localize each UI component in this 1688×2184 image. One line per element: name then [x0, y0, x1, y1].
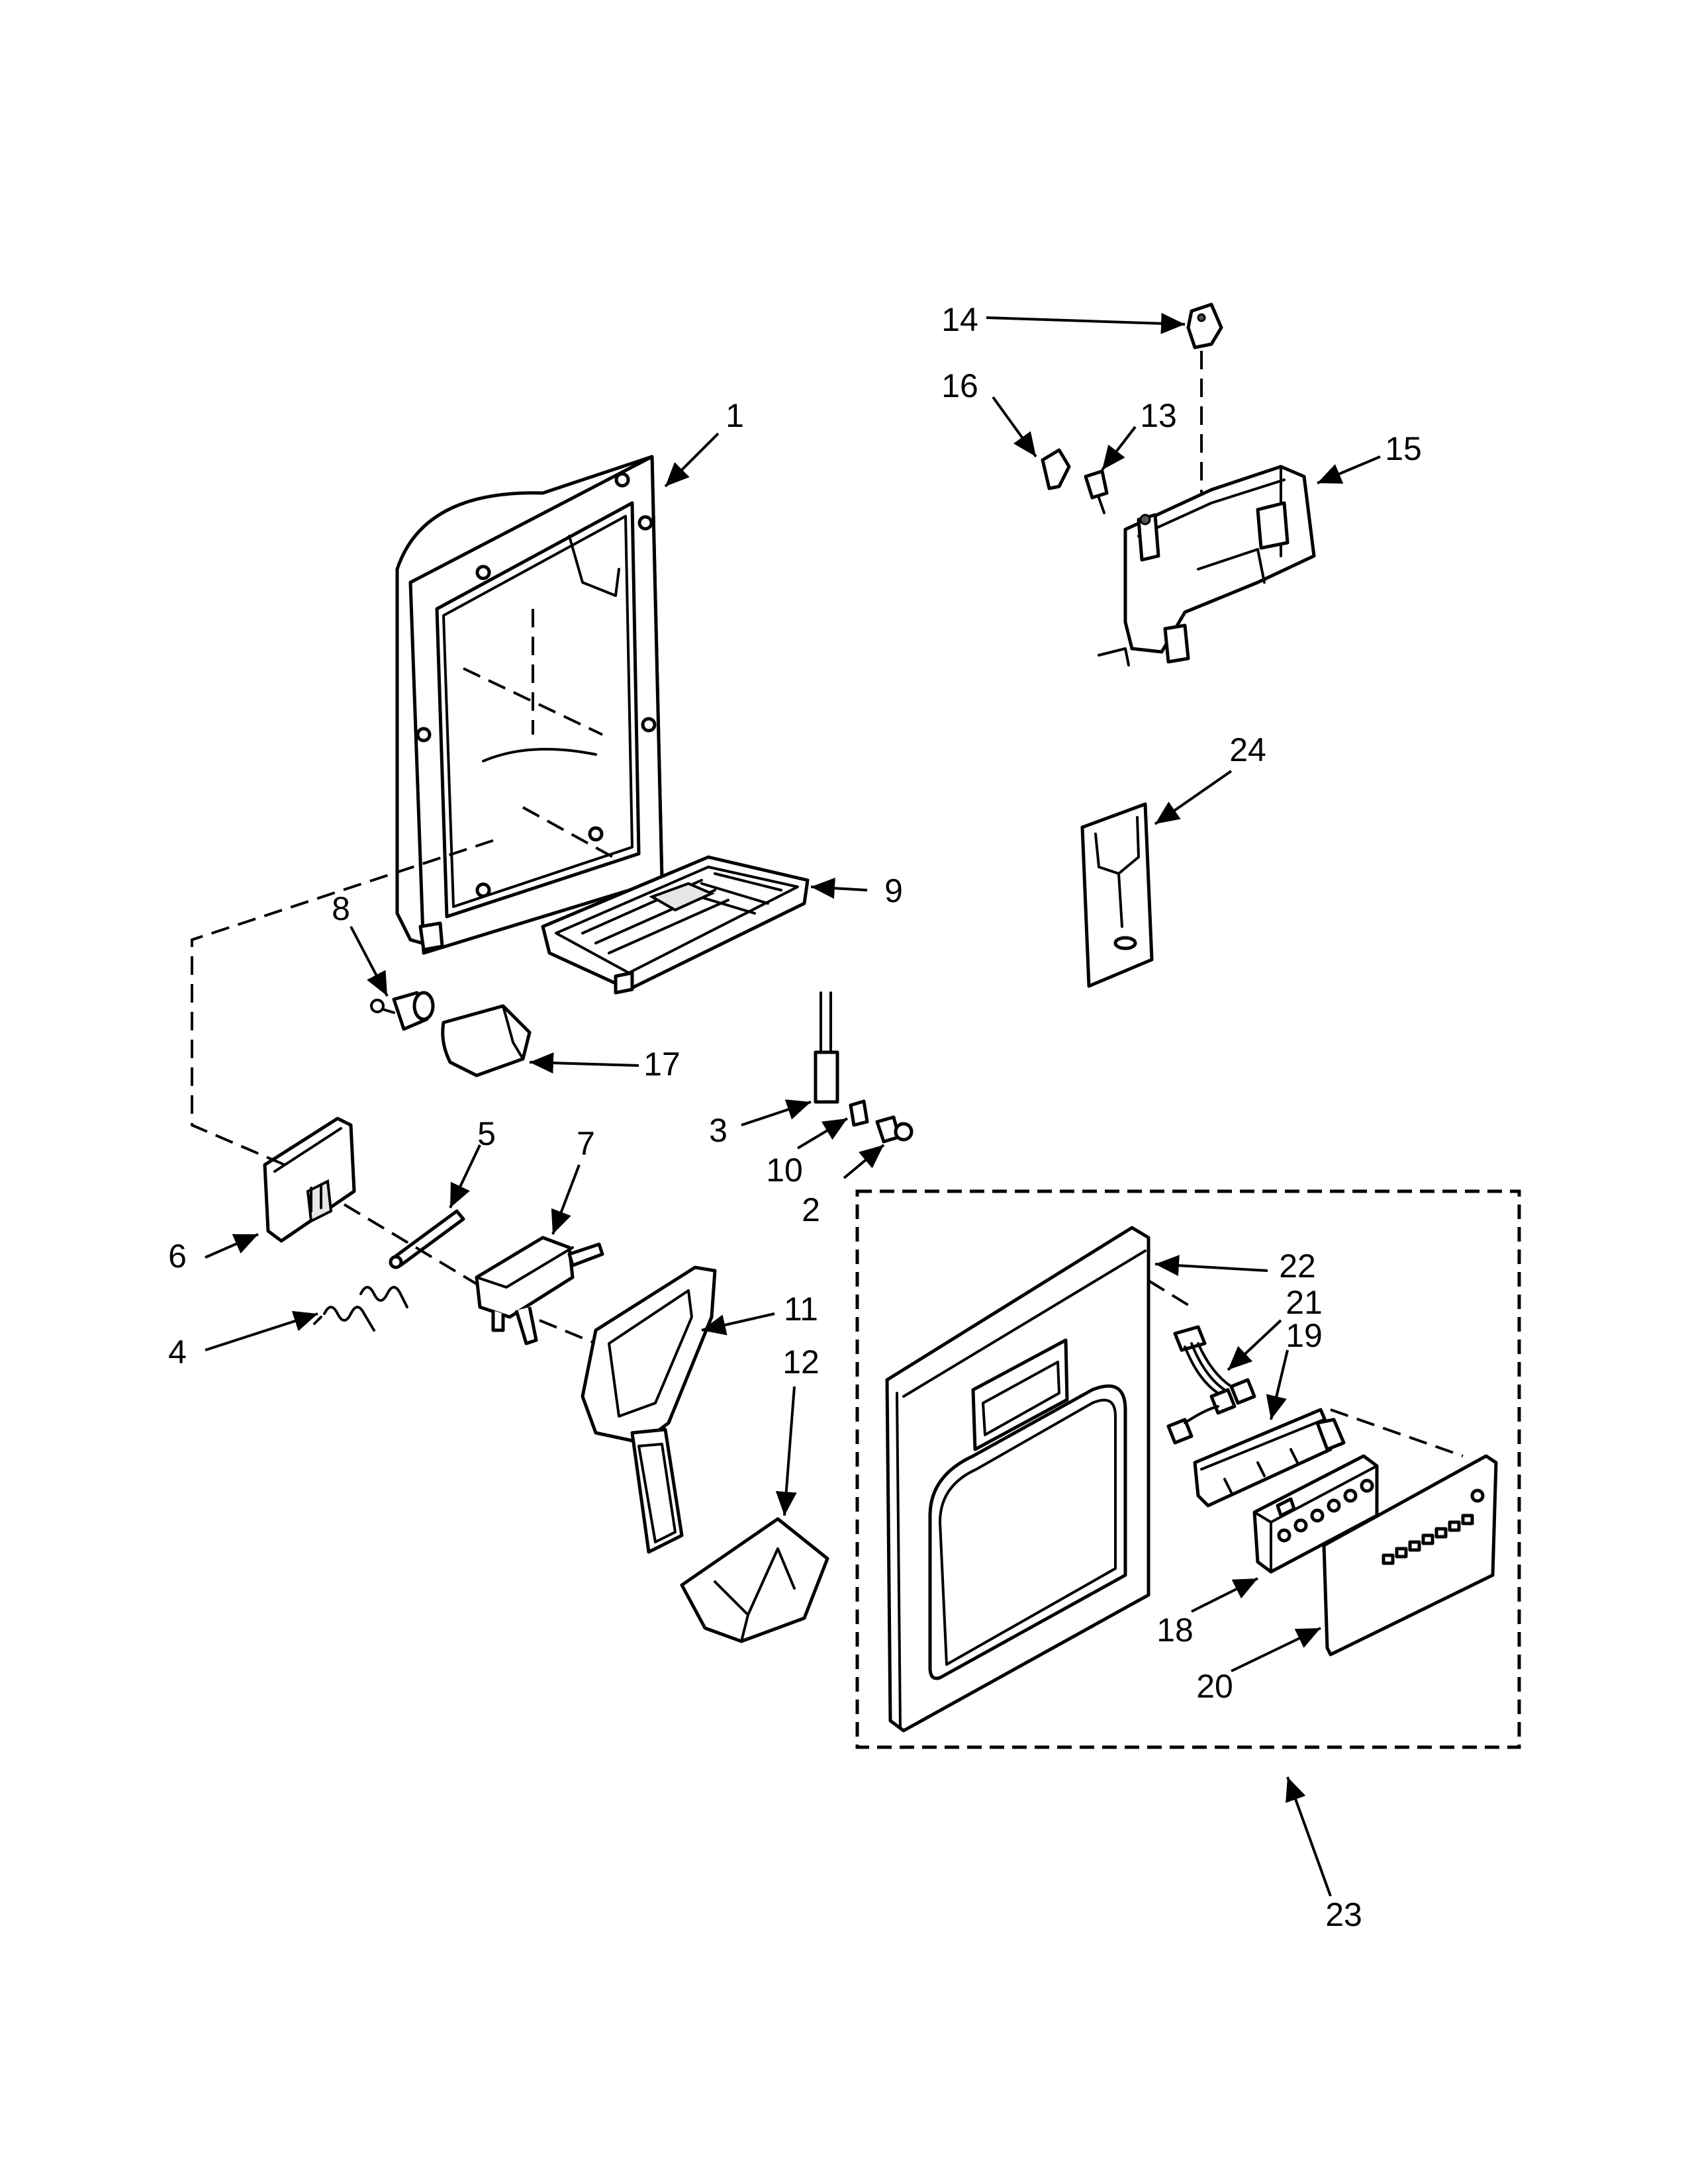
part-5-pivot-rod: [389, 1209, 465, 1269]
part-10-shim: [849, 1099, 869, 1127]
part-16-cap: [1041, 448, 1071, 490]
callout-20: 20: [1196, 1668, 1233, 1705]
callout-3: 3: [709, 1112, 727, 1149]
part-18-control-board: [1252, 1454, 1379, 1574]
callout-24: 24: [1229, 731, 1266, 768]
callout-labels: 1 2 3 4 5 6 7 8 9 10 11 12 13 14 15 16 1…: [168, 301, 1422, 1933]
callout-15: 15: [1385, 430, 1422, 467]
callout-22: 22: [1279, 1248, 1316, 1285]
callout-6: 6: [168, 1238, 187, 1275]
callout-16: 16: [941, 367, 978, 404]
callout-1: 1: [726, 397, 744, 434]
callout-10: 10: [766, 1152, 803, 1189]
callout-18: 18: [1156, 1612, 1194, 1649]
callout-21: 21: [1286, 1284, 1323, 1321]
part-24-flap: [1080, 802, 1154, 988]
part-8-solenoid: [370, 991, 435, 1031]
part-21-wire-harness: [1147, 1279, 1256, 1445]
part-7-lever: [343, 1203, 604, 1345]
part-15-bracket: [1098, 465, 1316, 666]
part-13-sensor: [1084, 469, 1109, 514]
callout-17: 17: [643, 1046, 680, 1083]
part-2-screw: [875, 1115, 914, 1144]
callout-23: 23: [1325, 1896, 1362, 1933]
callout-13: 13: [1140, 397, 1177, 434]
callout-14: 14: [941, 301, 978, 338]
callout-12: 12: [782, 1343, 820, 1381]
part-3-clip: [814, 991, 839, 1104]
part-1-housing: [395, 455, 664, 955]
callout-19: 19: [1286, 1317, 1323, 1354]
part-20-overlay: [1322, 1408, 1498, 1657]
callout-5: 5: [477, 1115, 496, 1152]
callout-leaders: [205, 312, 1381, 1897]
callout-2: 2: [802, 1191, 820, 1228]
part-11-actuator-lever: [581, 1265, 717, 1554]
callout-7: 7: [577, 1125, 595, 1162]
callout-9: 9: [884, 872, 903, 909]
part-19-bracket: [1193, 1408, 1346, 1508]
callout-11: 11: [784, 1291, 818, 1328]
part-12-funnel: [680, 1517, 829, 1643]
part-9-drip-tray: [541, 855, 810, 995]
part-14-switch: [1186, 302, 1223, 503]
callout-8: 8: [332, 890, 350, 927]
part-17-cover: [441, 1004, 532, 1077]
part-22-front-panel: [885, 1226, 1150, 1733]
part-6-paddle-housing: [263, 1116, 356, 1243]
part-4-springs: [313, 1286, 408, 1332]
callout-4: 4: [168, 1334, 187, 1371]
